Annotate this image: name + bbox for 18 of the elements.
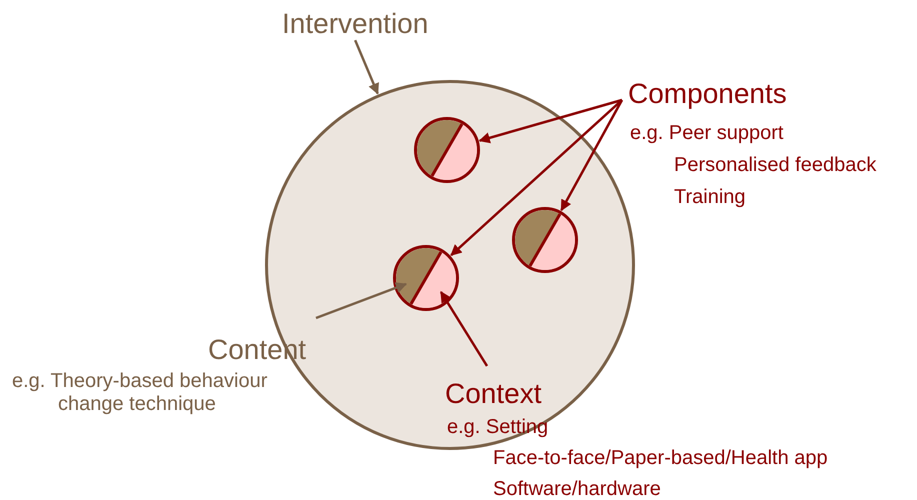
title-label: Intervention xyxy=(282,8,428,40)
heading-label: Components xyxy=(628,78,787,110)
example-text: Personalised feedback xyxy=(674,154,876,177)
leader-arrow xyxy=(440,291,488,367)
component-circle xyxy=(414,117,480,183)
leader-arrow xyxy=(354,40,379,95)
component-circle xyxy=(393,245,459,311)
heading-label: Context xyxy=(445,378,542,410)
example-text: e.g. Peer support xyxy=(630,122,784,145)
component-circle xyxy=(512,207,578,273)
example-text: e.g. Theory-based behaviour change technique xyxy=(12,370,268,416)
example-text: Software/hardware xyxy=(493,478,661,500)
leader-arrow xyxy=(560,99,624,212)
leader-arrow xyxy=(450,99,623,256)
leader-arrow xyxy=(478,98,622,144)
example-text: Face-to-face/Paper-based/Health app xyxy=(493,447,828,470)
leader-arrow xyxy=(316,282,408,320)
example-text: Training xyxy=(674,186,746,209)
